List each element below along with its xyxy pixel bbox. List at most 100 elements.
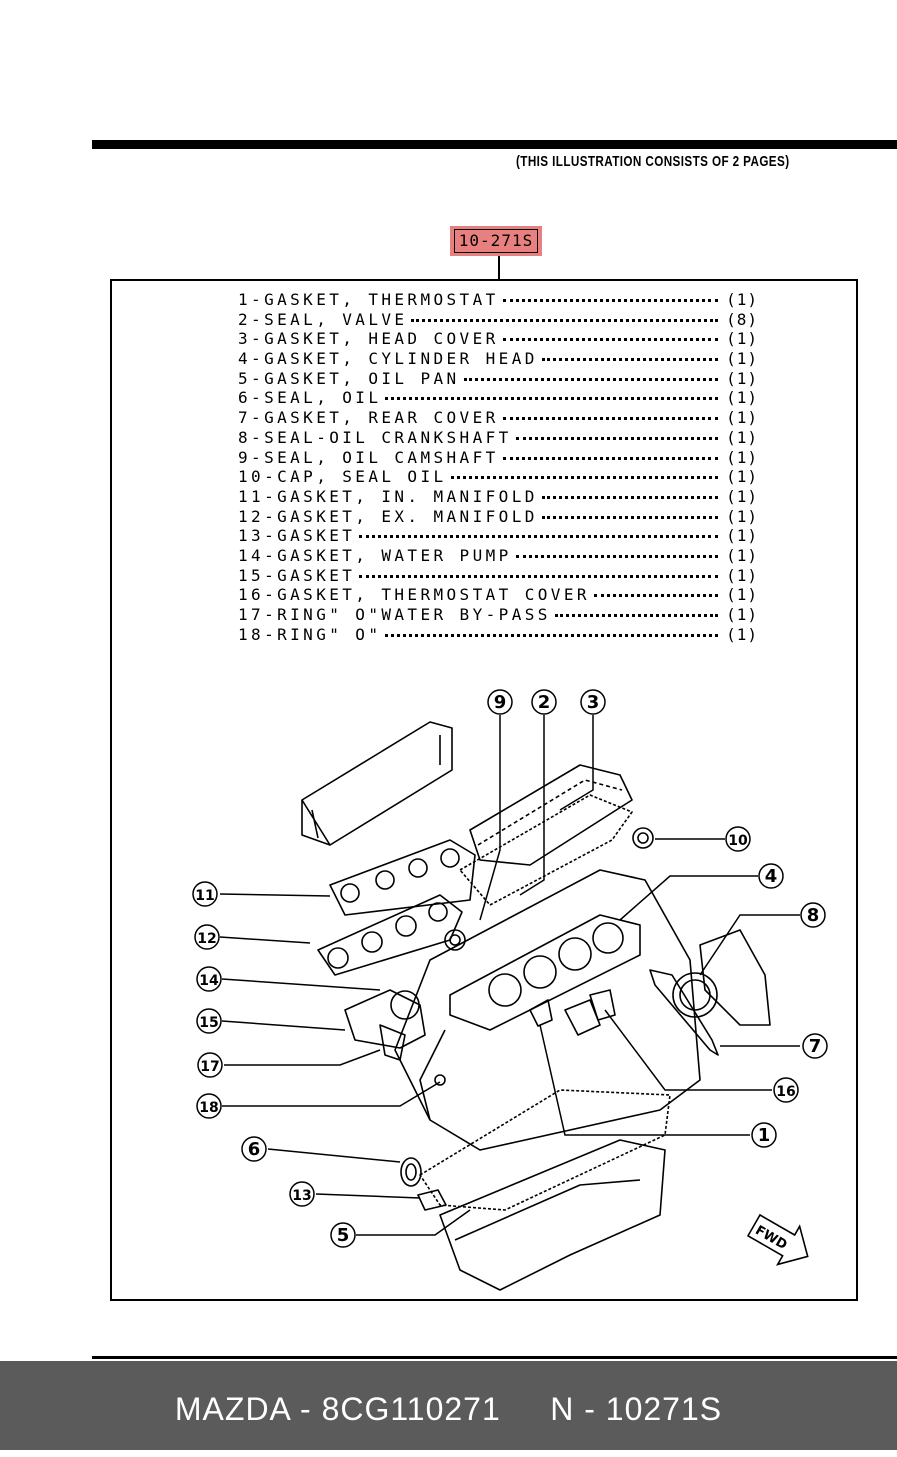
engine-block (394, 869, 701, 1151)
seal-cap (632, 827, 654, 849)
callout-12: 12 (194, 924, 220, 950)
svg-text:15: 15 (199, 1015, 218, 1031)
intake-plenum (301, 721, 453, 846)
callout-2: 2 (531, 689, 557, 715)
part-description: 15-GASKET (238, 565, 356, 585)
callout-8: 8 (800, 902, 826, 928)
small-gasket (417, 1189, 447, 1211)
part-quantity: (1) (726, 408, 758, 428)
parts-list-item: 17-RING" O"WATER BY-PASS (1) (238, 605, 758, 625)
part-quantity: (1) (726, 545, 758, 565)
part-description: 10-CAP, SEAL OIL (238, 467, 447, 487)
callout-4: 4 (758, 863, 784, 889)
oil-pan-gasket (419, 1089, 671, 1211)
top-rule (92, 140, 897, 149)
part-quantity: (8) (726, 309, 758, 329)
intake-manifold-gasket (329, 839, 476, 916)
leader-lines (219, 715, 800, 1236)
part-description: 17-RING" O"WATER BY-PASS (238, 605, 551, 624)
dot-leader (385, 397, 718, 401)
engine-drawing (301, 721, 771, 1291)
svg-text:10: 10 (728, 833, 748, 849)
part-description: 12-GASKET, EX. MANIFOLD (238, 506, 538, 526)
svg-text:1: 1 (758, 1125, 771, 1146)
part-description: 5-GASKET, OIL PAN (238, 368, 460, 388)
callout-17: 17 (197, 1052, 223, 1078)
callout-markers: 9 2 3 10 4 11 8 12 14 15 7 17 16 18 1 6 … (192, 689, 828, 1248)
svg-text:17: 17 (200, 1059, 219, 1075)
svg-text:2: 2 (538, 692, 551, 713)
front-oil-seal (400, 1157, 422, 1187)
dot-leader (359, 574, 718, 578)
callout-3: 3 (580, 689, 606, 715)
parts-list-item: 13-GASKET (1) (238, 526, 758, 546)
callout-18: 18 (196, 1093, 222, 1119)
parts-list-item: 16-GASKET, THERMOSTAT COVER(1) (238, 585, 758, 605)
part-quantity: (1) (726, 506, 758, 526)
callout-10: 10 (725, 826, 751, 852)
dot-leader (542, 358, 718, 362)
dot-leader (542, 515, 718, 519)
dot-leader (594, 594, 718, 598)
callout-1: 1 (751, 1122, 777, 1148)
part-description: 4-GASKET, CYLINDER HEAD (238, 349, 538, 369)
callout-7: 7 (802, 1033, 828, 1059)
parts-list-item: 14-GASKET, WATER PUMP (1) (238, 546, 758, 566)
dot-leader (542, 495, 718, 499)
parts-list-item: 10-CAP, SEAL OIL(1) (238, 467, 758, 487)
fwd-arrow-icon: FWD (746, 1213, 809, 1266)
parts-list-item: 9-SEAL, OIL CAMSHAFT(1) (238, 448, 758, 468)
exhaust-manifold-gasket (317, 894, 463, 976)
reference-code-highlight: 10-271S (450, 226, 542, 256)
head-cover-gasket (459, 794, 633, 906)
dot-leader (516, 554, 718, 558)
part-quantity: (1) (726, 329, 758, 349)
dot-leader (411, 318, 718, 322)
svg-text:5: 5 (337, 1225, 350, 1246)
svg-text:7: 7 (809, 1036, 822, 1057)
part-description: 2-SEAL, VALVE (238, 309, 408, 329)
thermostat-cover-gasket (589, 989, 616, 1021)
water-pump (344, 989, 426, 1049)
svg-text:16: 16 (776, 1084, 795, 1100)
dot-leader (451, 476, 718, 480)
reference-code: 10-271S (454, 229, 538, 253)
part-quantity: (1) (726, 349, 758, 369)
part-quantity: (1) (726, 526, 758, 546)
part-quantity: (1) (726, 565, 758, 585)
dot-leader (359, 535, 718, 539)
reference-leader-line (498, 256, 500, 280)
parts-list-item: 12-GASKET, EX. MANIFOLD (1) (238, 507, 758, 527)
part-description: 7-GASKET, REAR COVER (238, 408, 499, 428)
part-description: 11-GASKET, IN. MANIFOLD (238, 486, 538, 506)
part-quantity: (1) (726, 486, 758, 506)
part-quantity: (1) (726, 447, 758, 467)
part-description: 16-GASKET, THERMOSTAT COVER (238, 585, 590, 605)
dot-leader (516, 436, 718, 440)
svg-text:14: 14 (199, 973, 219, 989)
part-quantity: (1) (726, 605, 758, 624)
parts-list-item: 1-GASKET, THERMOSTAT(1) (238, 290, 758, 310)
part-description: 13-GASKET (238, 526, 356, 546)
crankshaft-seal (672, 972, 718, 1018)
callout-6: 6 (241, 1136, 267, 1162)
dot-leader (385, 633, 718, 637)
parts-list-item: 8-SEAL-OIL CRANKSHAFT(1) (238, 428, 758, 448)
callout-11: 11 (192, 881, 218, 907)
part-description: 18-RING" O" (238, 624, 382, 644)
part-description: 14-GASKET, WATER PUMP (238, 545, 512, 565)
svg-text:13: 13 (292, 1188, 311, 1204)
callout-5: 5 (330, 1222, 356, 1248)
part-description: 1-GASKET, THERMOSTAT (238, 290, 499, 309)
camshaft-seal (444, 929, 466, 951)
parts-list-item: 15-GASKET (1) (238, 566, 758, 586)
parts-list-item: 3-GASKET, HEAD COVER(1) (238, 329, 758, 349)
parts-list-item: 6-SEAL, OIL(1) (238, 388, 758, 408)
cylinder-head-gasket (449, 914, 641, 1031)
dot-leader (503, 417, 718, 421)
svg-text:4: 4 (765, 866, 778, 887)
head-cover (469, 764, 633, 866)
dot-leader (464, 377, 718, 381)
callout-9: 9 (487, 689, 513, 715)
